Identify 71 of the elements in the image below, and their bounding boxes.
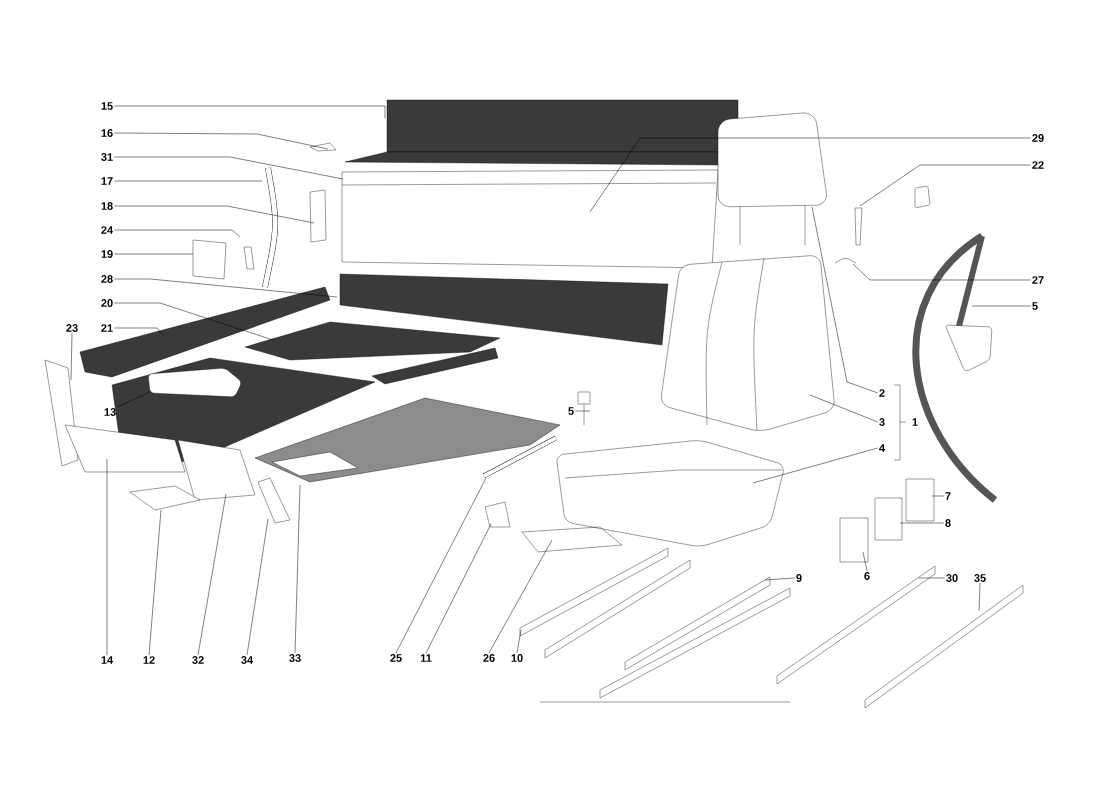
callout-number: 22 bbox=[1032, 161, 1044, 169]
leader-line bbox=[809, 394, 878, 423]
callout-number: 11 bbox=[420, 654, 432, 662]
leader-line bbox=[575, 410, 591, 412]
leader-line bbox=[114, 180, 263, 182]
callout-number: 26 bbox=[483, 654, 495, 662]
leader-line bbox=[114, 327, 164, 336]
leader-line bbox=[752, 447, 878, 484]
leader-line bbox=[589, 137, 1031, 213]
leader-line bbox=[246, 518, 269, 656]
callout-number: 29 bbox=[1032, 134, 1044, 142]
callout-number: 1 bbox=[910, 416, 920, 428]
callout-number: 31 bbox=[101, 153, 113, 161]
leader-line bbox=[114, 253, 194, 255]
callout-number: 25 bbox=[390, 654, 402, 662]
leader-line bbox=[106, 458, 108, 656]
callout-number: 34 bbox=[241, 656, 254, 664]
callout-number: 5 bbox=[568, 407, 574, 415]
leader-line bbox=[197, 493, 227, 656]
callout-number: 20 bbox=[101, 299, 113, 307]
callout-number: 19 bbox=[101, 250, 113, 258]
callout-number: 14 bbox=[101, 656, 114, 664]
leader-line bbox=[978, 582, 981, 612]
leader-line bbox=[70, 332, 73, 381]
callout-number: 27 bbox=[1032, 276, 1044, 284]
leader-line bbox=[294, 484, 301, 654]
callout-number: 23 bbox=[66, 324, 78, 332]
callout-number: 32 bbox=[192, 656, 204, 664]
callout-number: 9 bbox=[796, 574, 802, 582]
callout-number: 10 bbox=[511, 654, 523, 662]
callout-number: 4 bbox=[879, 444, 885, 452]
leader-line bbox=[859, 164, 1031, 207]
callout-number: 13 bbox=[104, 408, 116, 416]
leader-line bbox=[425, 523, 492, 654]
leader-line bbox=[488, 539, 553, 654]
leader-line bbox=[516, 629, 522, 654]
leader-line bbox=[114, 278, 338, 298]
callout-number: 6 bbox=[864, 572, 870, 580]
leader-line bbox=[971, 305, 1031, 307]
leader-line bbox=[114, 205, 315, 224]
leader-line bbox=[918, 577, 945, 579]
leader-line bbox=[764, 577, 795, 581]
leader-line bbox=[931, 495, 944, 497]
callout-number: 3 bbox=[879, 418, 885, 426]
leader-line bbox=[117, 391, 151, 408]
leader-line bbox=[114, 105, 386, 119]
callout-number: 18 bbox=[101, 202, 113, 210]
callout-number: 28 bbox=[101, 275, 113, 283]
leader-line bbox=[114, 229, 241, 238]
leader-line bbox=[114, 302, 274, 341]
callout-number: 30 bbox=[946, 574, 958, 582]
leader-line bbox=[395, 477, 487, 654]
callout-number: 24 bbox=[101, 226, 114, 234]
leader-line bbox=[899, 522, 944, 524]
leader-line bbox=[811, 206, 878, 394]
callout-number: 2 bbox=[879, 389, 885, 397]
callout-number: 17 bbox=[101, 177, 113, 185]
callout-number: 8 bbox=[945, 519, 951, 527]
callout-number: 16 bbox=[101, 129, 113, 137]
callout-number: 15 bbox=[101, 102, 113, 110]
callout-number: 7 bbox=[945, 492, 951, 500]
leader-line bbox=[862, 551, 868, 572]
callout-number: 5 bbox=[1032, 302, 1038, 310]
leader-line bbox=[852, 263, 1031, 281]
callout-number: 33 bbox=[289, 654, 301, 662]
callout-number: 35 bbox=[974, 574, 986, 582]
leader-line bbox=[148, 509, 162, 656]
leader-line bbox=[114, 132, 329, 150]
callout-number: 21 bbox=[101, 324, 113, 332]
leader-line bbox=[114, 156, 344, 180]
callout-number: 12 bbox=[143, 656, 155, 664]
